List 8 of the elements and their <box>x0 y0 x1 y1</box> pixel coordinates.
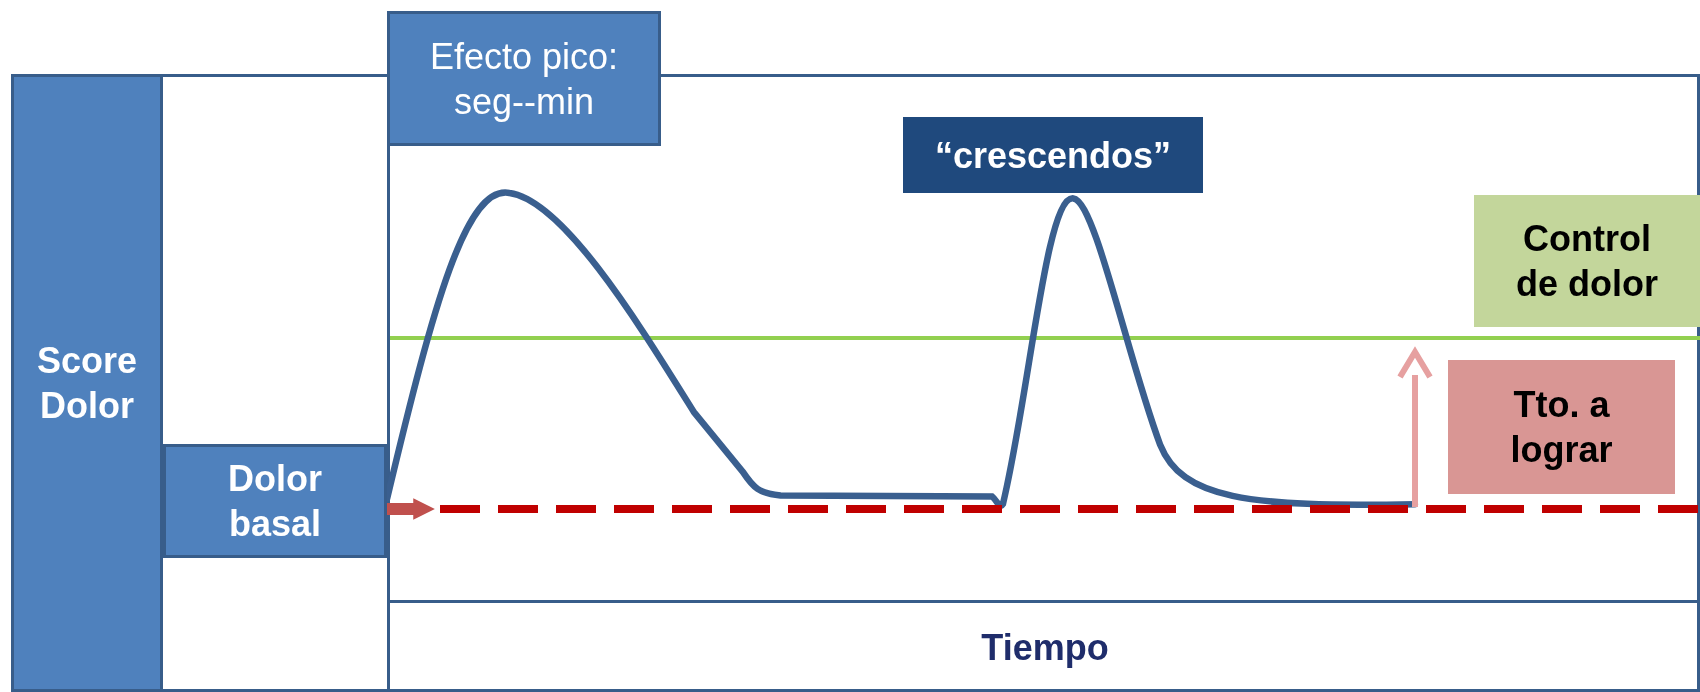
goal-label-box: Tto. a lograr <box>1448 360 1675 494</box>
target-label-box: Control de dolor <box>1474 195 1700 327</box>
peak-label-box: Efecto pico: seg--min <box>387 11 661 146</box>
baseline-label-box: Dolor basal <box>163 444 387 558</box>
axis-title: Tiempo <box>390 603 1700 692</box>
axis-title-bar: Score Dolor <box>11 74 163 692</box>
arrow <box>387 498 435 520</box>
annotation-box: “crescendos” <box>903 117 1203 193</box>
